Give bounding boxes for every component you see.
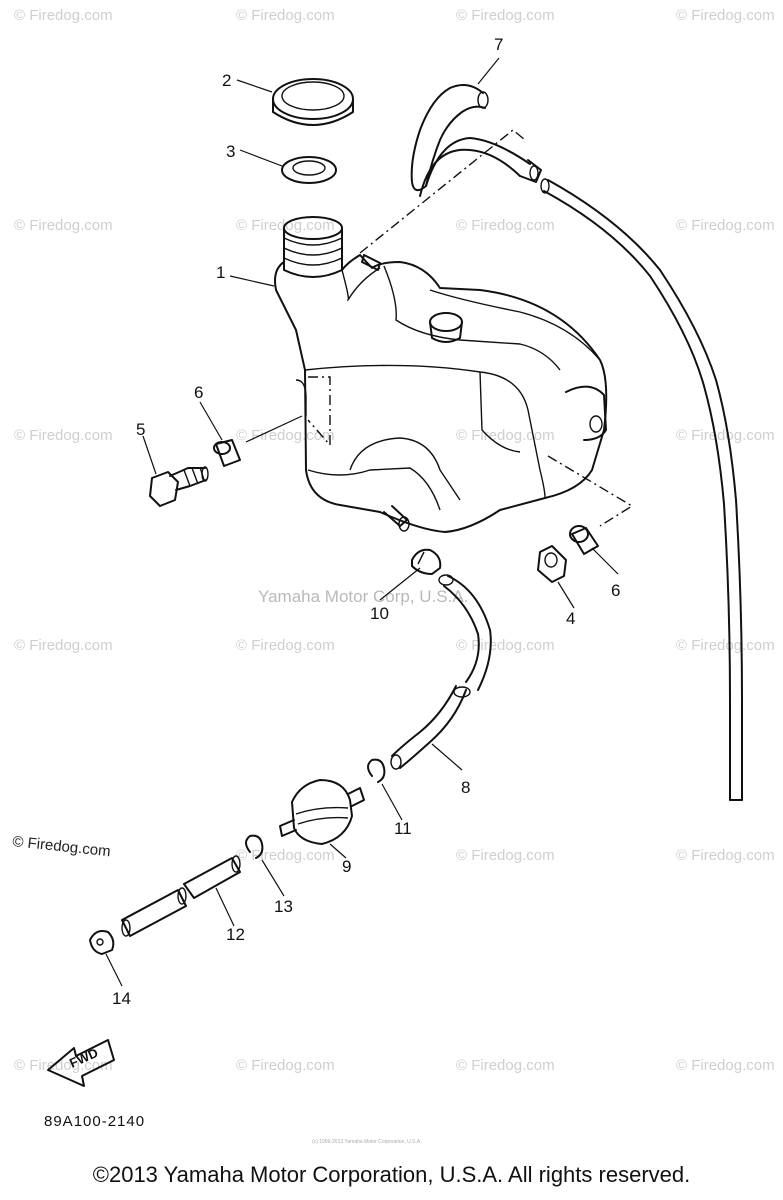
callout-8: 8 [461,778,470,797]
watermark: © Firedog.com [456,1057,555,1074]
callout-9: 9 [342,857,351,876]
watermark: © Firedog.com [456,847,555,864]
centerline-right-mount [547,455,634,527]
watermark: © Firedog.com [236,7,335,24]
part-collar-right [569,525,599,555]
callout-11: 11 [394,819,412,838]
watermark: © Firedog.com [14,427,113,444]
callout-3: 3 [226,142,235,161]
watermark: © Firedog.com [676,847,775,864]
part-filter [279,779,365,845]
part-collar-left [213,439,241,467]
leader-lines [105,57,619,987]
callout-6: 6 [611,581,620,600]
watermark: © Firedog.com [676,1057,775,1074]
center-watermark: Yamaha Motor Corp, U.S.A. [258,587,468,606]
copyright-notice: ©2013 Yamaha Motor Corporation, U.S.A. A… [92,1162,691,1187]
watermark: © Firedog.com [676,217,775,234]
part-clip-11 [367,758,386,783]
part-hose-8 [390,574,492,770]
callout-2: 2 [222,71,231,90]
callout-13: 13 [274,897,293,916]
diagram-code: 89A100-2140 [44,1113,145,1130]
part-grommet [537,545,567,583]
part-bolt [149,466,209,507]
watermark: © Firedog.com [236,847,335,864]
callout-6: 6 [194,383,203,402]
watermark: © Firedog.com [676,427,775,444]
callout-5: 5 [136,420,145,439]
watermark: © Firedog.com [456,427,555,444]
watermark: © Firedog.com [676,637,775,654]
watermark: © Firedog.com [14,637,113,654]
part-gasket [281,156,337,184]
part-hose-12 [121,855,241,937]
centerline-left-mount [307,376,331,447]
watermark: © Firedog.com [236,1057,335,1074]
callout-14: 14 [112,989,131,1008]
part-clip-13 [245,834,264,859]
part-breather-hose [410,83,743,801]
part-tank [274,216,608,533]
centerline-breather [359,129,526,254]
watermark: © Firedog.com [676,7,775,24]
watermark: © Firedog.com [236,427,335,444]
callouts: 2 3 7 1 6 5 6 4 10 8 11 9 13 12 14 [112,35,620,1008]
watermark: © Firedog.com [456,217,555,234]
callout-1: 1 [216,263,225,282]
callout-7: 7 [494,35,503,54]
lead-6a [245,415,303,443]
corner-watermark: © Firedog.com [12,833,112,860]
watermark: © Firedog.com [14,7,113,24]
tiny-watermark: (c) 1999-2013 Yamaha Motor Corporation, … [312,1139,422,1145]
callout-4: 4 [566,609,575,628]
watermark-layer: © Firedog.com © Firedog.com © Firedog.co… [14,7,775,1145]
part-cap [272,78,354,126]
watermark: © Firedog.com [236,637,335,654]
callout-10: 10 [370,604,389,623]
part-clamp-10 [411,548,442,575]
watermark: © Firedog.com [456,637,555,654]
callout-12: 12 [226,925,245,944]
part-clamp-14 [89,930,115,955]
watermark: © Firedog.com [14,217,113,234]
watermark: © Firedog.com [456,7,555,24]
watermark: © Firedog.com [14,1057,113,1074]
